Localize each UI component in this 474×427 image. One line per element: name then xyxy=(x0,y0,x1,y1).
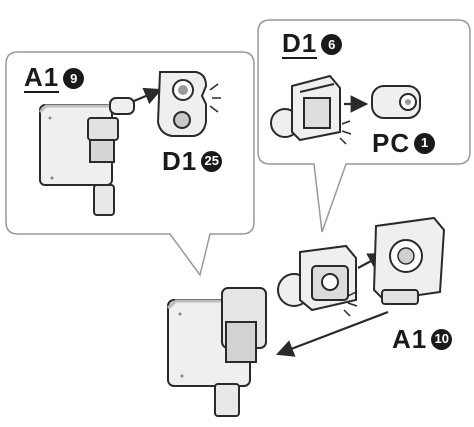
part-main-d1-assembly-drawing xyxy=(277,244,358,317)
label-a1-9-badge: 9 xyxy=(63,68,85,89)
label-a1-10: A1 10 xyxy=(392,324,453,354)
label-a1-10-text: A1 xyxy=(392,324,428,354)
label-d1-6: D1 6 xyxy=(282,28,343,59)
part-main-arm-drawing xyxy=(167,287,267,417)
label-a1-9-text: A1 xyxy=(24,62,60,93)
part-d1-6-drawing xyxy=(270,74,352,145)
label-d1-25-badge: 25 xyxy=(201,150,223,172)
part-a1-10-drawing xyxy=(372,216,446,305)
label-pc-1-badge: 1 xyxy=(414,132,436,154)
part-pc-1-drawing xyxy=(371,85,421,119)
label-d1-25: D1 25 xyxy=(162,146,223,176)
label-a1-10-badge: 10 xyxy=(431,328,453,350)
arrow-a1-10-to-arm xyxy=(275,310,389,357)
arrow-a1-to-d1 xyxy=(133,87,163,105)
part-a1-9-drawing xyxy=(38,97,135,216)
label-d1-6-text: D1 xyxy=(282,28,318,59)
label-a1-9: A1 9 xyxy=(24,62,85,93)
label-pc-1: PC 1 xyxy=(372,128,436,158)
label-d1-25-text: D1 xyxy=(162,146,198,176)
label-d1-6-badge: 6 xyxy=(321,34,343,55)
part-d1-25-drawing xyxy=(156,71,221,137)
label-pc-1-text: PC xyxy=(372,128,411,158)
callout-bubble-right xyxy=(257,19,471,233)
